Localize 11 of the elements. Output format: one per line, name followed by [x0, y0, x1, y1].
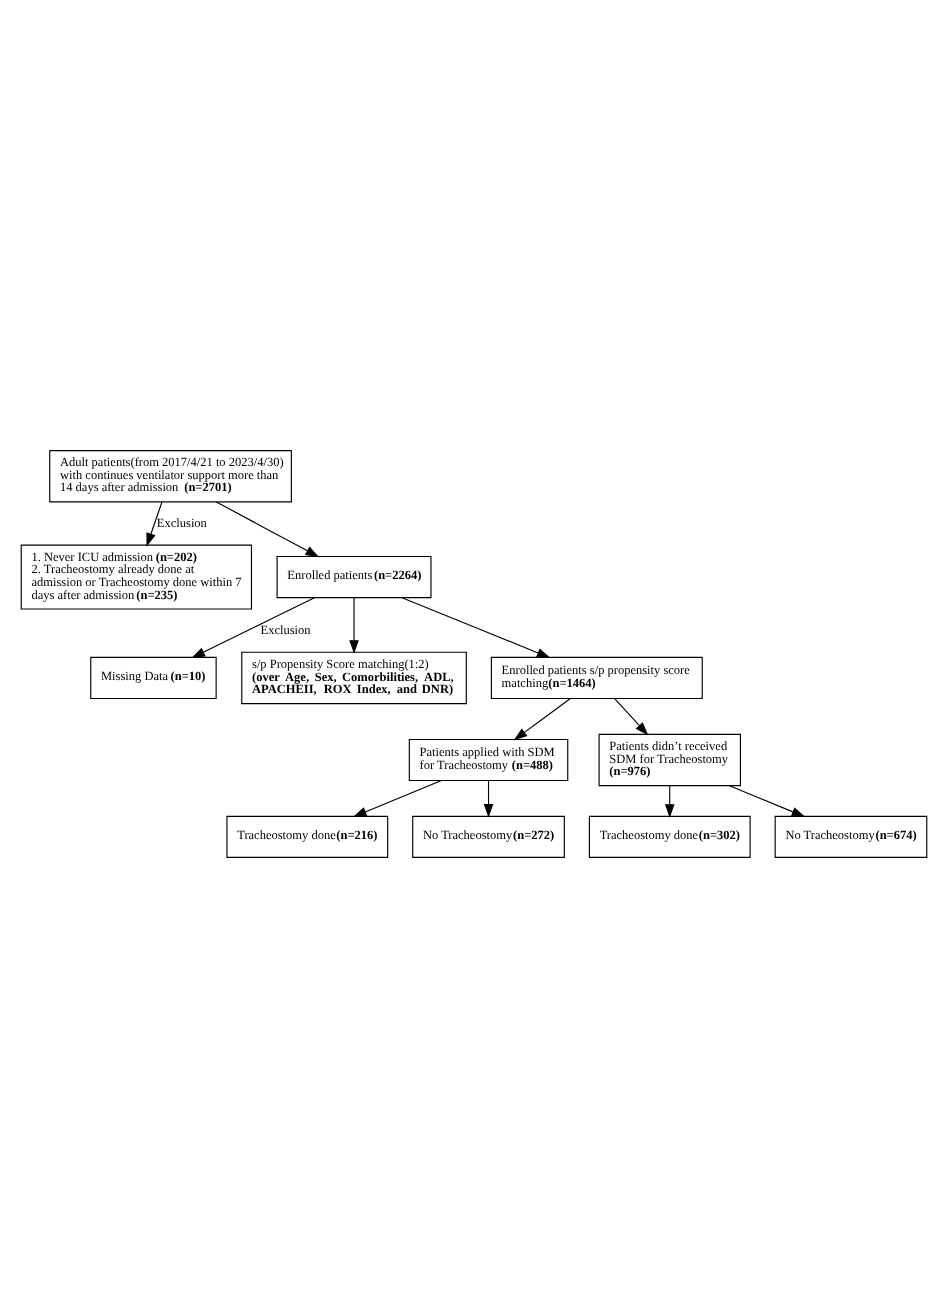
arrow: [513, 698, 571, 741]
arrow: [352, 780, 442, 817]
arrow: [401, 597, 551, 658]
arrow: [614, 698, 649, 736]
arrow: [483, 780, 494, 818]
arrow: [215, 501, 320, 558]
arrow: [191, 597, 315, 659]
arrow: [349, 597, 359, 654]
arrow: [729, 785, 806, 818]
arrow: [664, 785, 675, 818]
arrow: [146, 501, 163, 547]
